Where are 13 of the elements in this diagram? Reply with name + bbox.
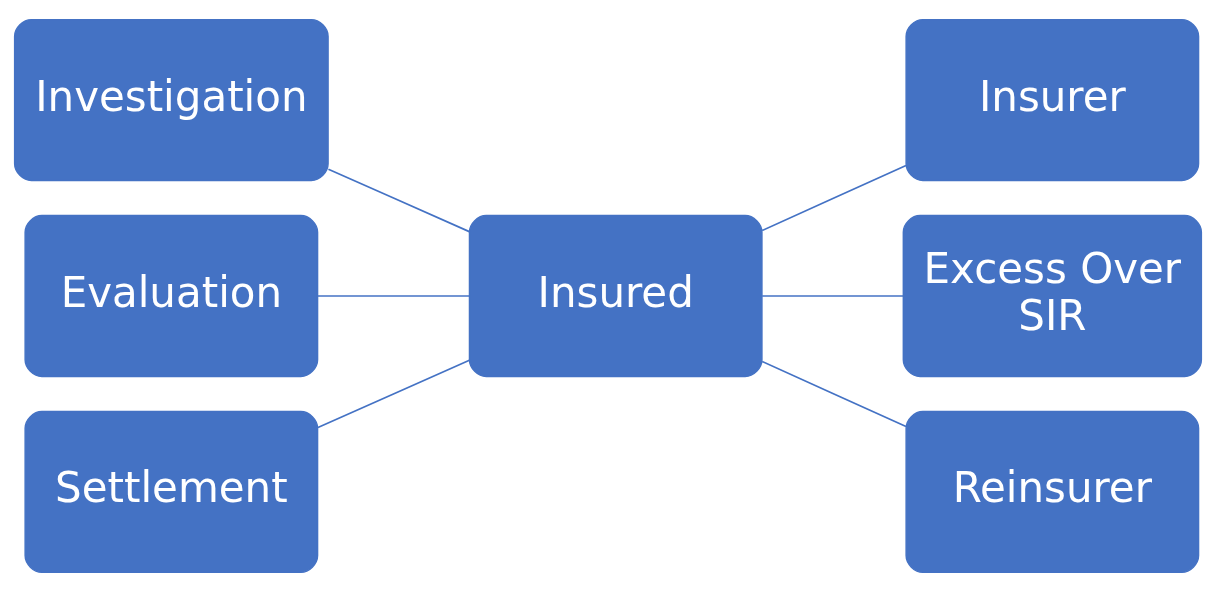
node-box: Insurer — [905, 18, 1200, 182]
node-box: Evaluation — [24, 214, 319, 378]
connector — [317, 359, 471, 429]
node-box: Settlement — [24, 410, 319, 574]
node-box: Reinsurer — [905, 410, 1200, 574]
connector — [761, 360, 907, 428]
connector — [761, 164, 907, 232]
connector — [317, 295, 471, 297]
node-box: Insured — [468, 214, 763, 378]
node-box: Excess Over SIR — [902, 214, 1203, 378]
node-box: Investigation — [13, 18, 329, 182]
connector — [761, 295, 904, 297]
connector — [327, 168, 471, 233]
